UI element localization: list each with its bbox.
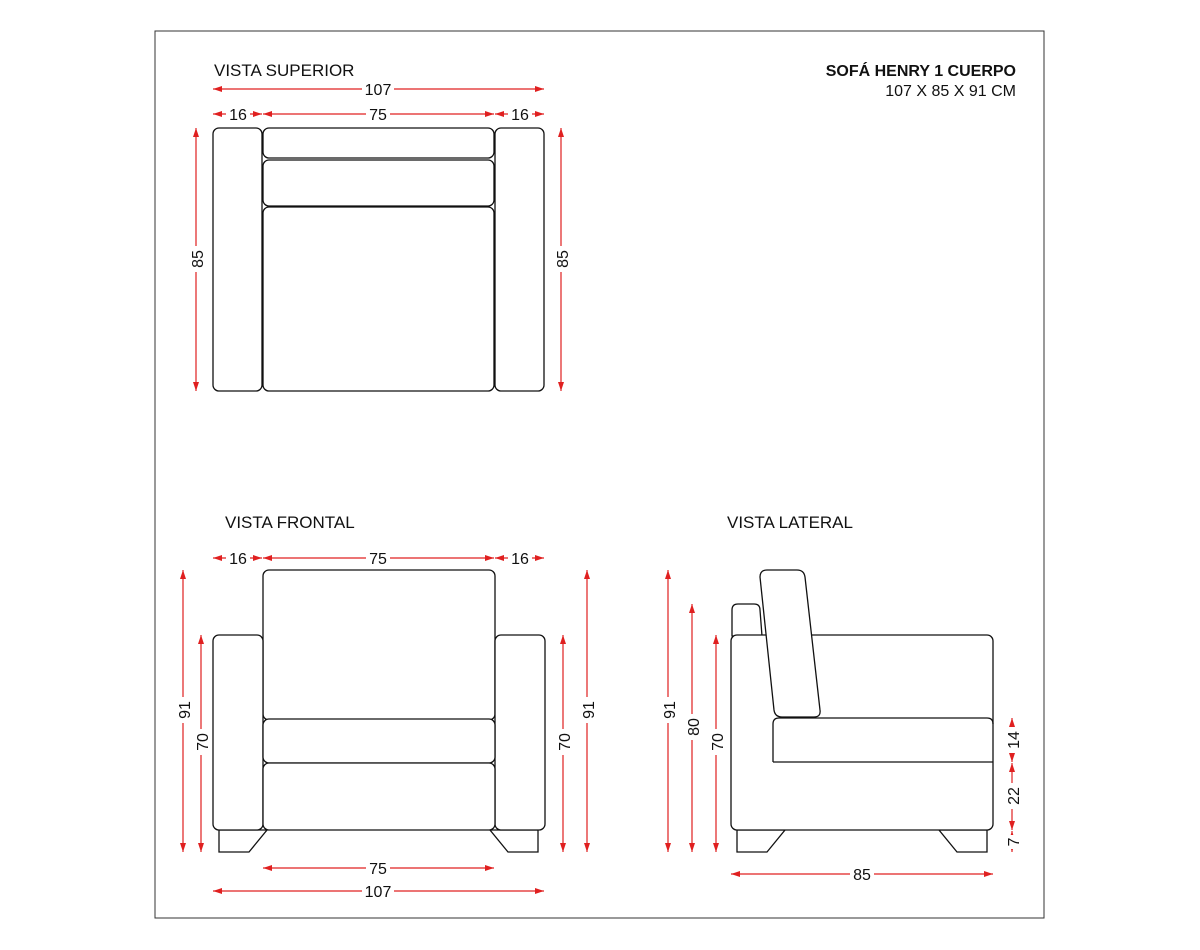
top-view: VISTA SUPERIOR 107 16 75 16 85 85 [188,61,572,392]
front-backrest [262,569,496,721]
side-rear-block [731,603,763,637]
label-bg [366,859,390,877]
top-seat-width-label: 75 [369,107,387,124]
side-legs-label: 7 [1006,837,1023,846]
front-height-left-label: 91 [177,701,194,719]
front-view-title: VISTA FRONTAL [225,513,355,532]
top-seat-cushion [262,206,495,392]
side-base-label: 22 [1006,787,1023,805]
side-cushion-label: 14 [1006,731,1023,749]
top-depth-left-label: 85 [190,250,207,268]
front-seat-width-label: 75 [369,551,387,568]
label-bg [362,882,394,900]
label-bg [366,105,390,123]
top-right-armrest [494,127,545,392]
front-right-armrest [494,634,546,831]
side-front-leg [736,829,787,853]
label-bg [1004,727,1020,753]
front-view: VISTA FRONTAL 16 75 16 91 70 70 9 [175,513,598,901]
side-depth-label: 85 [853,867,871,884]
side-arm-height-label: 70 [710,733,727,751]
label-bg [508,105,532,123]
side-seat-cushion [772,717,994,762]
top-left-arm-label: 16 [229,107,247,124]
product-size: 107 X 85 X 91 CM [885,83,1016,100]
drawing-frame [154,30,1045,919]
front-height-right-label: 91 [581,701,598,719]
label-bg [362,80,394,98]
label-bg [684,714,700,740]
front-bottom-total-label: 107 [365,884,392,901]
front-left-armrest [212,634,264,831]
top-backrest [262,127,495,159]
title-block: SOFÁ HENRY 1 CUERPO 107 X 85 X 91 CM [826,61,1016,100]
label-bg [660,697,676,723]
label-bg [366,549,390,567]
label-bg [226,105,250,123]
front-seat-cushion [262,718,496,764]
front-bottom-seat-label: 75 [369,861,387,878]
side-height-label: 91 [662,701,679,719]
front-arm-height-left-label: 70 [195,733,212,751]
side-back-height-label: 80 [686,718,703,736]
side-view-title: VISTA LATERAL [727,513,853,532]
top-back-cushion [262,159,495,207]
top-view-title: VISTA SUPERIOR [214,61,354,80]
top-total-width-label: 107 [365,82,392,99]
product-name: SOFÁ HENRY 1 CUERPO [826,61,1016,80]
label-bg [193,729,209,755]
side-back-leg [937,829,988,853]
label-bg [1004,783,1020,809]
front-left-arm-label: 16 [229,551,247,568]
front-right-leg [488,829,539,853]
label-bg [553,246,569,272]
label-bg [508,549,532,567]
front-seat-base [262,762,496,831]
side-view: VISTA LATERAL 91 80 70 14 22 7 [660,513,1023,884]
top-right-arm-label: 16 [511,107,529,124]
label-bg [708,729,724,755]
side-back-cushion [759,569,821,718]
top-left-armrest [212,127,263,392]
front-left-leg [218,829,269,853]
front-arm-height-right-label: 70 [557,733,574,751]
label-bg [175,697,191,723]
label-bg [188,246,204,272]
label-bg [226,549,250,567]
label-bg [1004,835,1020,849]
top-depth-right-label: 85 [555,250,572,268]
label-bg [579,697,595,723]
front-right-arm-label: 16 [511,551,529,568]
label-bg [850,865,874,883]
label-bg [555,729,571,755]
